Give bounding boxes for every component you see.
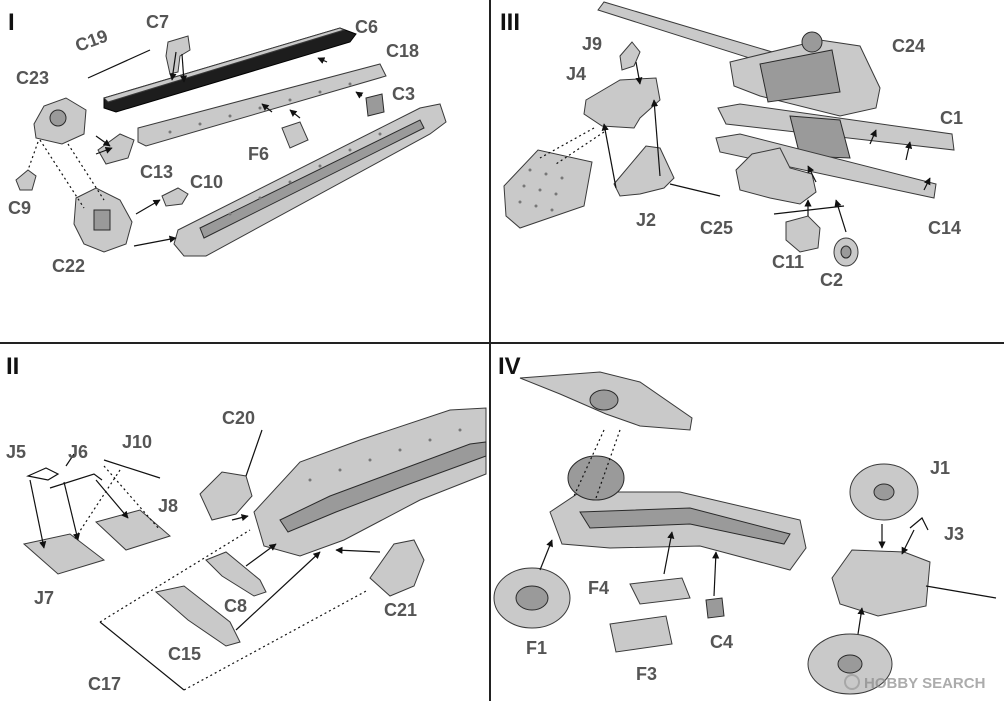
part-j2 bbox=[613, 145, 675, 197]
label-j9: J9 bbox=[582, 34, 602, 54]
part-j3 bbox=[909, 517, 929, 531]
part-f4 bbox=[629, 577, 691, 605]
panel-1-parts bbox=[15, 27, 447, 257]
label-c7: C7 bbox=[146, 12, 169, 32]
label-j8: J8 bbox=[158, 496, 178, 516]
part-j10 bbox=[103, 459, 161, 479]
label-c13: C13 bbox=[140, 162, 173, 182]
label-j2: J2 bbox=[636, 210, 656, 230]
label-c15: C15 bbox=[168, 644, 201, 664]
label-c17: C17 bbox=[88, 674, 121, 694]
label-j6: J6 bbox=[68, 442, 88, 462]
panel-numeral-1: I bbox=[8, 9, 15, 36]
watermark: HOBBY SEARCH bbox=[844, 674, 985, 692]
part-c15 bbox=[154, 585, 241, 647]
label-c20: C20 bbox=[222, 408, 255, 428]
part-j9 bbox=[619, 41, 641, 71]
label-f1: F1 bbox=[526, 638, 547, 658]
label-c10: C10 bbox=[190, 172, 223, 192]
panel-numeral-4: IV bbox=[498, 353, 521, 380]
label-c9: C9 bbox=[8, 198, 31, 218]
part-c25 bbox=[735, 147, 817, 205]
label-c11: C11 bbox=[772, 252, 804, 272]
panel-4-parts bbox=[493, 371, 997, 695]
label-c18: C18 bbox=[386, 41, 419, 61]
part-c10 bbox=[161, 187, 189, 207]
label-c23: C23 bbox=[16, 68, 49, 88]
label-j5: J5 bbox=[6, 442, 26, 462]
label-j4: J4 bbox=[566, 64, 586, 84]
part-c11 bbox=[785, 215, 821, 253]
label-j3: J3 bbox=[944, 524, 964, 544]
label-c19: C19 bbox=[73, 26, 111, 56]
part-j4 bbox=[583, 77, 661, 129]
label-c2: C2 bbox=[820, 270, 843, 290]
label-c24: C24 bbox=[892, 36, 925, 56]
part-j7 bbox=[22, 533, 106, 575]
part-platform bbox=[503, 149, 593, 229]
part-c7 bbox=[165, 35, 191, 75]
part-limber bbox=[831, 549, 931, 617]
part-f6 bbox=[281, 121, 309, 149]
panel-3-parts bbox=[503, 1, 955, 267]
part-c3 bbox=[365, 93, 385, 117]
part-c20 bbox=[199, 471, 253, 521]
label-j1: J1 bbox=[930, 458, 950, 478]
label-f3: F3 bbox=[636, 664, 657, 684]
label-c25: C25 bbox=[700, 218, 733, 238]
part-c6 bbox=[103, 27, 357, 113]
label-j10: J10 bbox=[122, 432, 152, 452]
label-c14: C14 bbox=[928, 218, 961, 238]
label-f6: F6 bbox=[248, 144, 269, 164]
label-c4: C4 bbox=[710, 632, 733, 652]
panel-numeral-3: III bbox=[500, 9, 520, 36]
label-c6: C6 bbox=[355, 17, 378, 37]
watermark-text: HOBBY SEARCH bbox=[864, 675, 985, 692]
panel-2-parts bbox=[22, 407, 487, 691]
panel-numeral-2: II bbox=[6, 353, 19, 380]
watermark-logo-icon bbox=[844, 674, 860, 690]
part-c18 bbox=[137, 63, 387, 147]
label-c8: C8 bbox=[224, 596, 247, 616]
label-c1: C1 bbox=[940, 108, 963, 128]
part-c4 bbox=[705, 597, 725, 619]
part-j5 bbox=[26, 467, 60, 481]
part-j8 bbox=[95, 509, 172, 551]
part-f3 bbox=[609, 615, 673, 653]
label-f4: F4 bbox=[588, 578, 609, 598]
label-c22: C22 bbox=[52, 256, 85, 276]
label-j7: J7 bbox=[34, 588, 54, 608]
part-c19-rod bbox=[87, 49, 151, 79]
label-c21: C21 bbox=[384, 600, 417, 620]
part-c21 bbox=[369, 539, 425, 597]
part-c8 bbox=[205, 551, 267, 597]
label-c3: C3 bbox=[392, 84, 415, 104]
part-c13 bbox=[97, 133, 135, 165]
part-c17-rod bbox=[99, 621, 185, 691]
part-c9 bbox=[15, 169, 37, 191]
